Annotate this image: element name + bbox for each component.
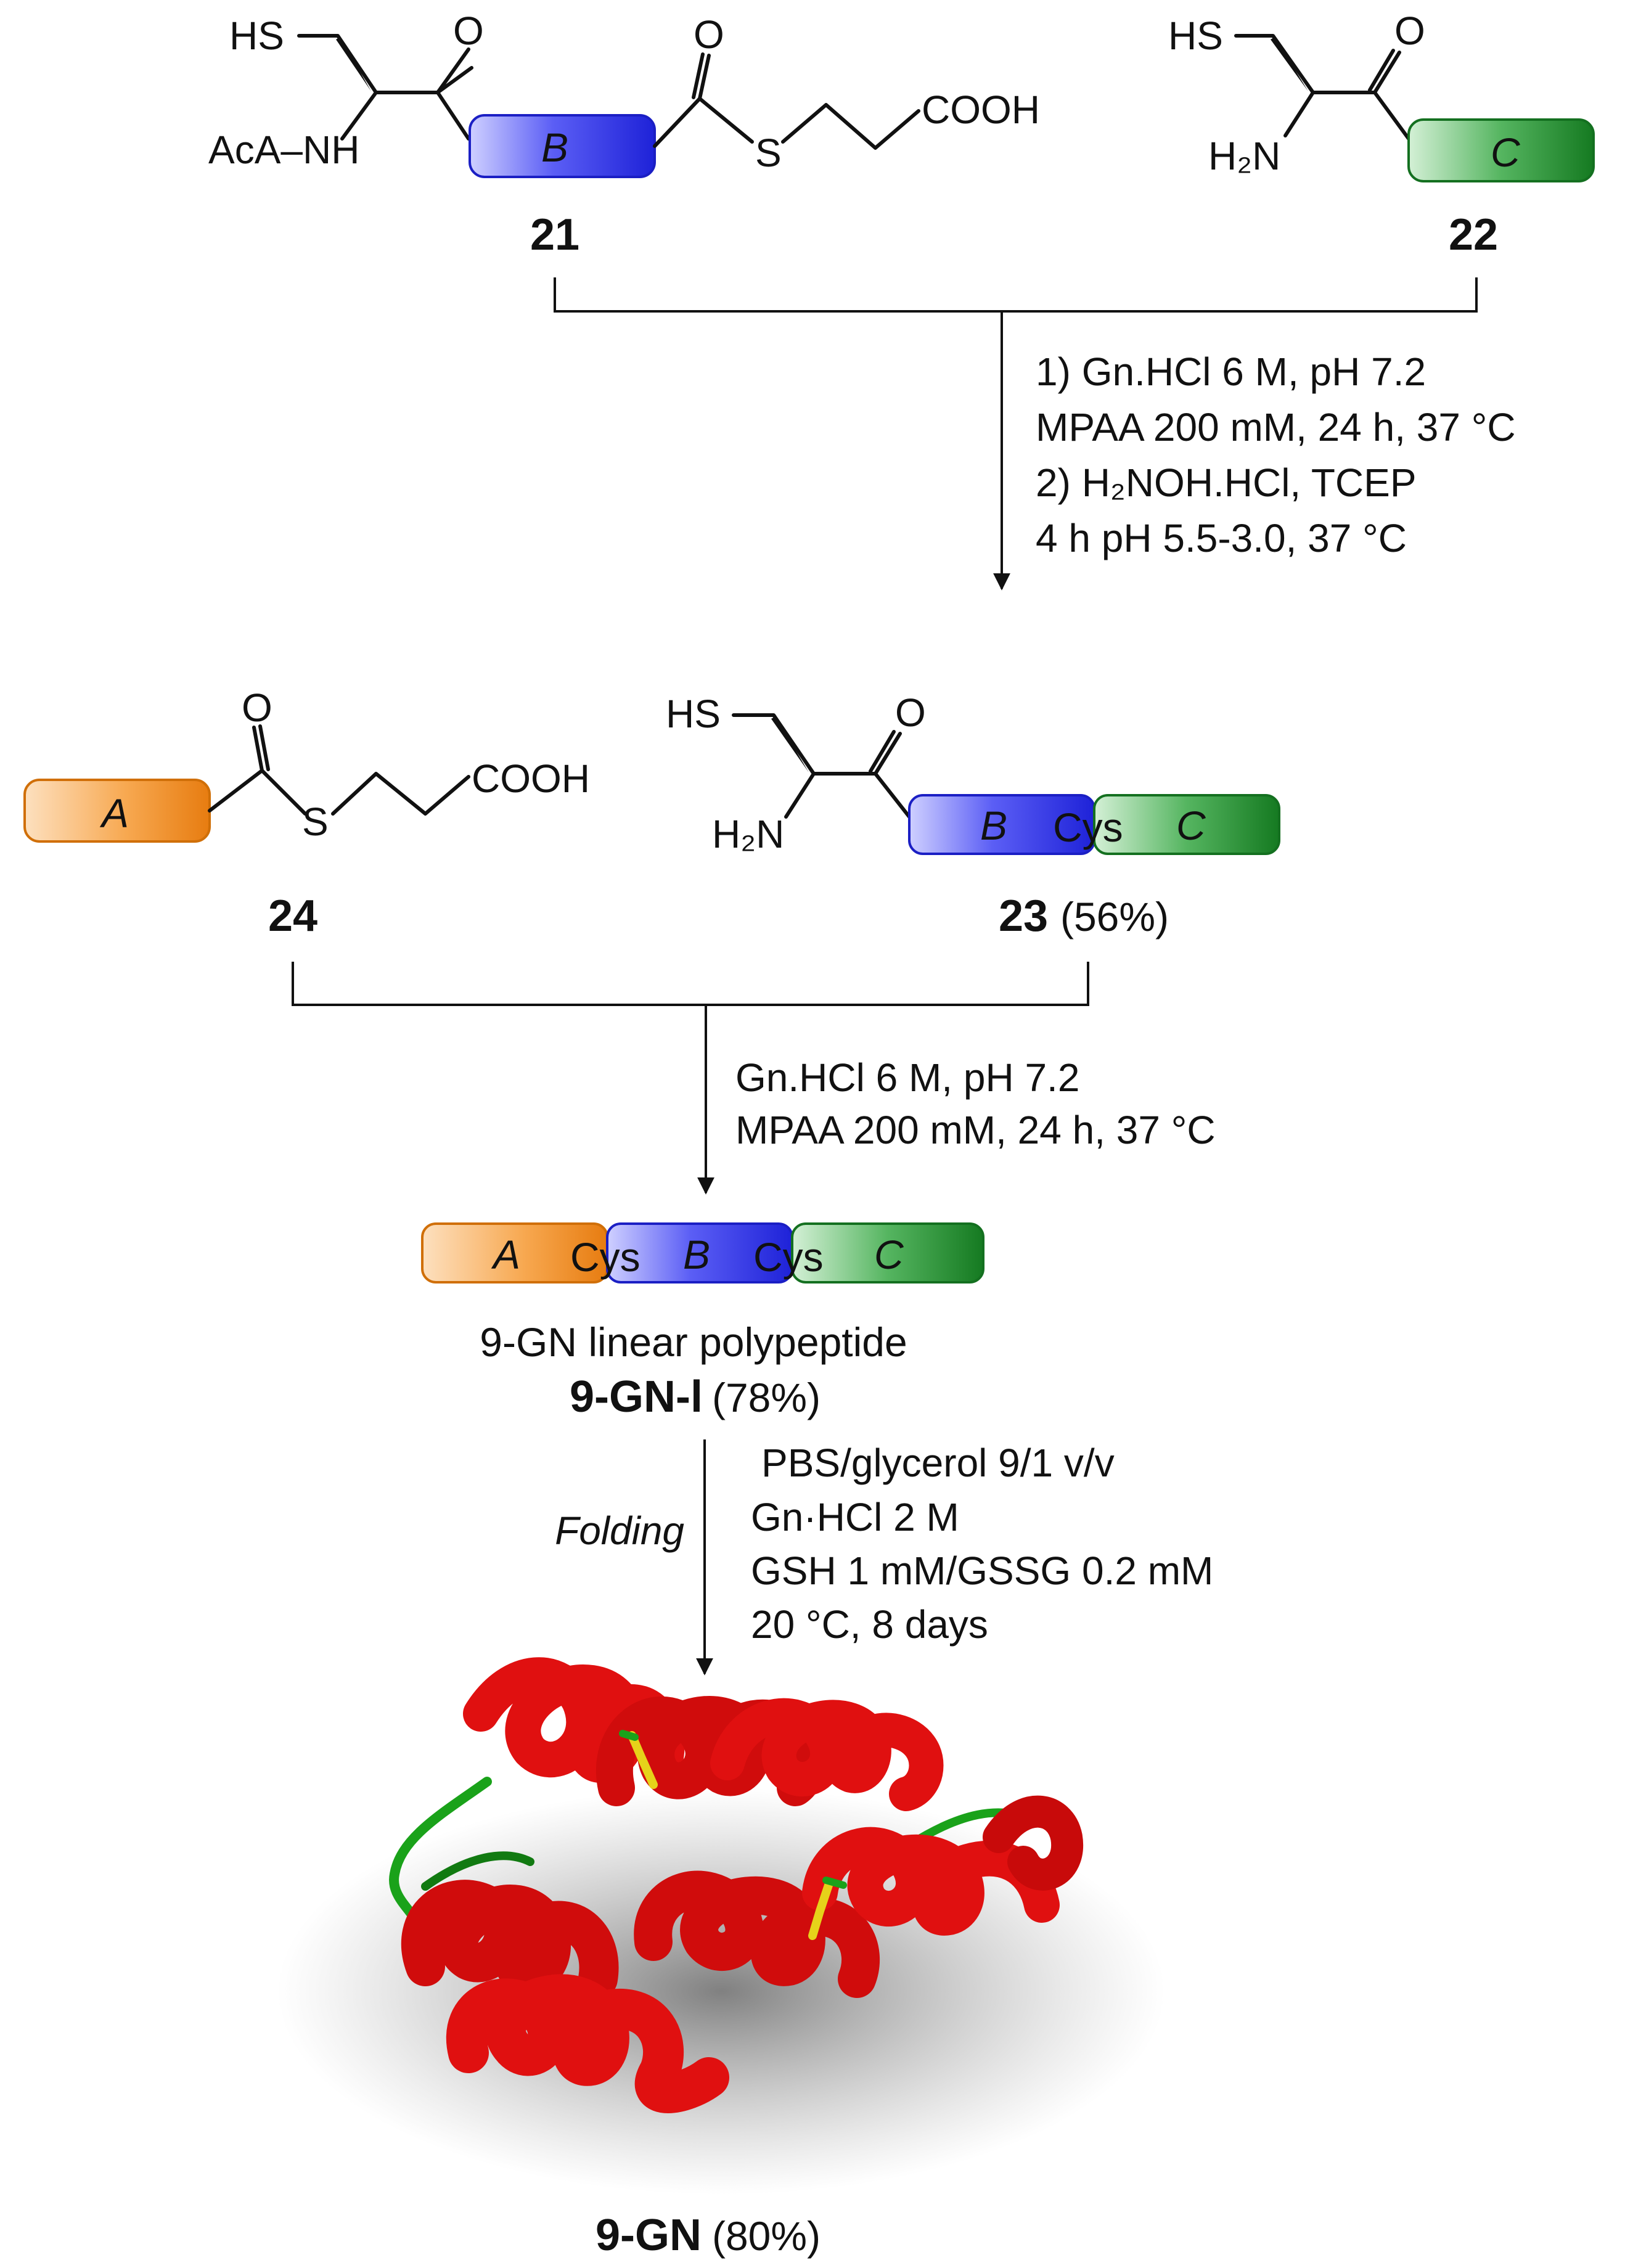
atom-hs-21: HS [229, 14, 284, 58]
bond-carbonyl-22 [1368, 49, 1395, 92]
step3-line4: 20 °C, 8 days [751, 1602, 988, 1647]
folded-protein-9gn [277, 1657, 1165, 2195]
stereo-wedge-22 [1271, 37, 1308, 91]
step1-line2: MPAA 200 mM, 24 h, 37 °C [1036, 405, 1516, 449]
helix-lower-center [446, 1974, 729, 2113]
final-yield: (80%) [712, 2213, 821, 2259]
helix-upper-left [463, 1657, 685, 1783]
compound-23-yield: (56%) [1060, 894, 1169, 940]
step3-line1: PBS/glycerol 9/1 v/v [761, 1441, 1115, 1485]
atom-hs-23: HS [666, 692, 721, 736]
bond-ch2-23 [732, 713, 816, 776]
merge-bracket-1 [554, 277, 1478, 313]
step3-conditions: PBS/glycerol 9/1 v/v Gn·HCl 2 M GSH 1 mM… [751, 1441, 1213, 1647]
step2-conditions: Gn.HCl 6 M, pH 7.2 MPAA 200 mM, 24 h, 37… [735, 1055, 1216, 1152]
compound-21-structure: HS O AcA–NH B O S COOH [208, 9, 1040, 178]
bond-nh2-23 [784, 772, 816, 819]
compound-24-number: 24 [268, 891, 317, 941]
atom-acanh-21: AcA–NH [208, 128, 359, 172]
final-label: 9-GN [596, 2211, 702, 2260]
atom-h2n-22: H₂N [1208, 134, 1280, 178]
segment-b-label-21: B [541, 125, 568, 170]
linear-label: 9-GN-l [570, 1372, 703, 1422]
atom-o-24: O [242, 686, 272, 730]
segment-c-linear [791, 1222, 984, 1283]
bond-nh2-22 [1283, 91, 1315, 137]
atom-o-22: O [1394, 9, 1425, 53]
compound-22-structure: HS O H₂N C [1168, 9, 1595, 182]
linear-polypeptide-9gn-l: A Cys B Cys C [421, 1222, 984, 1283]
compound-21-number: 21 [530, 210, 579, 260]
merge-bracket-2 [292, 962, 1089, 1006]
compound-24-structure: A O S COOH [23, 686, 590, 844]
segment-c-label-23: C [1176, 803, 1206, 848]
compound-23-structure: HS O H₂N B Cys C [666, 690, 1280, 856]
helix-lower-left [401, 1880, 619, 1999]
segment-a-label-24: A [99, 790, 129, 836]
disulfide-1-cap [619, 1730, 639, 1741]
helix-right [802, 1827, 1060, 1936]
atom-o-23: O [895, 690, 926, 735]
segment-b-label-linear: B [683, 1232, 710, 1277]
compound-23-number-group: 23 (56%) [999, 891, 1169, 941]
linear-label-group: 9-GN-l (78%) [570, 1372, 821, 1422]
bond-carbonyl-21 [436, 66, 473, 94]
stereo-wedge-23 [771, 716, 809, 772]
segment-b-label-23: B [980, 803, 1007, 848]
cys-junction-23: Cys [1053, 804, 1123, 850]
bond-propyl-21 [781, 103, 920, 150]
bond-ch2-21 [297, 34, 378, 94]
step3-line2: Gn·HCl 2 M [751, 1495, 959, 1539]
bond-backbone-21 [374, 47, 470, 94]
step1-line4: 4 h pH 5.5-3.0, 37 °C [1036, 516, 1407, 560]
stereo-wedge-21 [336, 37, 371, 91]
cys-junction-bc: Cys [753, 1234, 824, 1280]
bond-thioester-carbonyl-24 [208, 724, 270, 813]
atom-h2n-23: H₂N [712, 812, 784, 856]
cys-junction-ab: Cys [570, 1234, 641, 1280]
atom-cooh-24: COOH [472, 756, 590, 801]
step1-line1: 1) Gn.HCl 6 M, pH 7.2 [1036, 350, 1426, 394]
disulfide-2-cap [822, 1877, 847, 1889]
segment-c-label-linear: C [874, 1232, 904, 1277]
atom-o-21: O [453, 9, 484, 53]
atom-hs-22: HS [1168, 14, 1223, 58]
step3-line3: GSH 1 mM/GSSG 0.2 mM [751, 1549, 1213, 1593]
bond-propyl-24 [331, 772, 470, 816]
compound-23-number: 23 [999, 891, 1048, 941]
step2-line1: Gn.HCl 6 M, pH 7.2 [735, 1055, 1079, 1100]
step2-line2: MPAA 200 mM, 24 h, 37 °C [735, 1108, 1216, 1152]
disulfide-2 [808, 1879, 833, 1940]
atom-s-21: S [755, 131, 782, 175]
segment-c-23 [1093, 794, 1280, 855]
bond-cs-21 [698, 97, 754, 144]
bond-cs-24 [260, 769, 307, 816]
bond-carbonyl-23 [869, 730, 896, 773]
disulfide-1 [628, 1731, 658, 1789]
step1-line3: 2) H₂NOH.HCl, TCEP [1036, 461, 1417, 505]
compound-22-number: 22 [1449, 210, 1498, 260]
atom-s-24: S [302, 800, 329, 844]
helix-upper-right [710, 1698, 944, 1811]
bond-to-c-22 [1373, 91, 1410, 141]
loop-inner [421, 1851, 534, 1891]
atom-o2-21: O [694, 12, 724, 57]
segment-c-label-22: C [1491, 129, 1521, 175]
linear-yield: (78%) [712, 1375, 821, 1420]
bond-nh-21 [340, 91, 378, 141]
final-label-group: 9-GN (80%) [596, 2211, 821, 2260]
helix-right-end [983, 1795, 1084, 1891]
segment-c-22 [1407, 118, 1595, 182]
bond-to-b-23 [874, 772, 911, 819]
helix-lower-middle [634, 1870, 880, 1998]
linear-caption: 9-GN linear polypeptide [480, 1319, 907, 1365]
step3-folding-label: Folding [555, 1509, 684, 1553]
bond-ch2-22 [1234, 34, 1315, 94]
bond-to-b-21 [436, 91, 470, 141]
segment-a-label-linear: A [491, 1232, 520, 1277]
step1-conditions: 1) Gn.HCl 6 M, pH 7.2 MPAA 200 mM, 24 h,… [1036, 350, 1516, 560]
atom-cooh-21: COOH [922, 88, 1040, 132]
